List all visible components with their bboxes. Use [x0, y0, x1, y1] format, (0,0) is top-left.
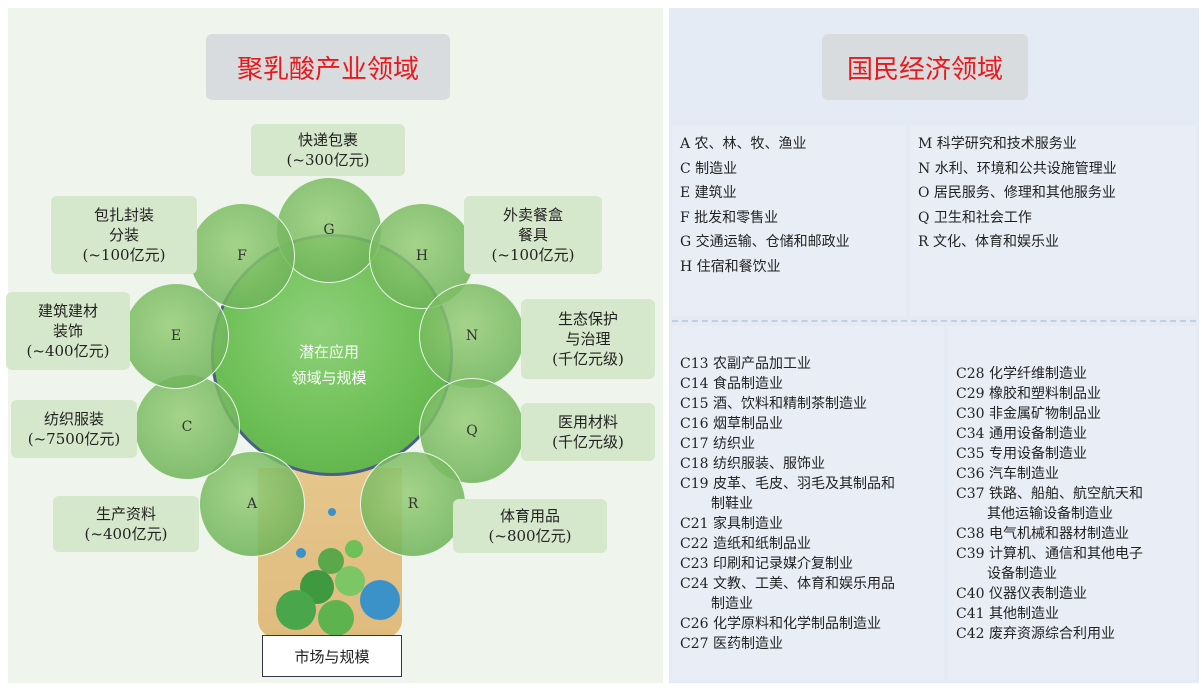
list-item: M 科学研究和技术服务业 [918, 136, 1077, 152]
list-item: C28 化学纤维制造业 [956, 366, 1087, 382]
box-e: 建筑建材装饰(~400亿元) [6, 292, 130, 370]
list-item: C38 电气机械和器材制造业 [956, 526, 1129, 542]
section-bottom-left [672, 326, 944, 680]
box-r: 体育用品(~800亿元) [453, 499, 607, 553]
list-item: 其他运输设备制造业 [987, 506, 1113, 522]
list-item: C24 文教、工美、体育和娱乐用品 [680, 576, 895, 592]
box-c: 纺织服装(~7500亿元) [11, 400, 137, 458]
section-top-left [672, 126, 906, 316]
dashed-divider [672, 320, 1196, 322]
list-item: 制造业 [711, 596, 753, 612]
market-label: 市场与规模 [262, 635, 402, 677]
list-item: 设备制造业 [987, 566, 1057, 582]
bottom-right-list: C28 化学纤维制造业 C29 橡胶和塑料制品业 C30 非金属矿物制品业 C3… [956, 364, 1143, 644]
circle-e: E [123, 283, 229, 389]
list-item: A 农、林、牧、渔业 [680, 136, 807, 152]
list-item: C39 计算机、通信和其他电子 [956, 546, 1143, 562]
tree-dot [345, 540, 363, 558]
list-item: C15 酒、饮料和精制茶制造业 [680, 396, 867, 412]
left-title: 聚乳酸产业领域 [206, 34, 450, 100]
list-item: C35 专用设备制造业 [956, 446, 1087, 462]
box-q: 医用材料(千亿元级) [521, 403, 655, 461]
list-item: G 交通运输、仓储和邮政业 [680, 234, 850, 251]
tree-dot [360, 580, 400, 620]
list-item: C 制造业 [680, 160, 738, 177]
list-item: C18 纺织服装、服饰业 [680, 456, 825, 472]
section-bottom-right [948, 326, 1196, 680]
tree-dot [276, 590, 316, 630]
right-title: 国民经济领域 [822, 34, 1028, 100]
tree-dot [318, 600, 354, 636]
list-item: C37 铁路、船舶、航空航天和 [956, 486, 1143, 502]
list-item: C21 家具制造业 [680, 516, 783, 532]
box-a: 生产资料(~400亿元) [53, 496, 199, 552]
list-item: R 文化、体育和娱乐业 [918, 234, 1059, 251]
center-label-1: 潜在应用 [298, 343, 359, 361]
top-left-list: A 农、林、牧、渔业 C 制造业 E 建筑业 F 批发和零售业 G 交通运输、仓… [680, 132, 850, 280]
circle-c: C [134, 374, 240, 480]
list-item: C17 纺织业 [680, 436, 755, 452]
list-item: C14 食品制造业 [680, 376, 783, 392]
list-item: C34 通用设备制造业 [956, 426, 1087, 442]
bottom-left-list: C13 农副产品加工业 C14 食品制造业 C15 酒、饮料和精制茶制造业 C1… [680, 354, 895, 654]
circle-r: R [360, 451, 466, 557]
center-label-2: 领域与规模 [291, 369, 367, 387]
tree-dot [328, 508, 336, 516]
list-item: C41 其他制造业 [956, 606, 1059, 622]
list-item: C22 造纸和纸制品业 [680, 536, 811, 552]
list-item: C16 烟草制品业 [680, 416, 783, 432]
list-item: C40 仪器仪表制造业 [956, 586, 1087, 602]
list-item: E 建筑业 [680, 185, 737, 202]
list-item: F 批发和零售业 [680, 209, 779, 226]
list-item: H 住宿和餐饮业 [680, 258, 781, 275]
list-item: Q 卫生和社会工作 [918, 209, 1032, 226]
list-item: 制鞋业 [711, 496, 753, 512]
list-item: C30 非金属矿物制品业 [956, 406, 1101, 422]
section-top-right [910, 126, 1196, 316]
tree-dot [335, 566, 365, 596]
list-item: C26 化学原料和化学制品制造业 [680, 616, 881, 632]
tree-dot [296, 548, 306, 558]
circle-n: N [419, 283, 525, 389]
list-item: C19 皮革、毛皮、羽毛及其制品和 [680, 476, 895, 492]
list-item: C27 医药制造业 [680, 636, 783, 652]
list-item: C29 橡胶和塑料制品业 [956, 386, 1101, 402]
box-n: 生态保护与治理(千亿元级) [521, 299, 655, 379]
circle-f: F [189, 203, 295, 309]
list-item: O 居民服务、修理和其他服务业 [918, 185, 1116, 202]
list-item: C42 废弃资源综合利用业 [956, 626, 1115, 642]
list-item: N 水利、环境和公共设施管理业 [918, 160, 1117, 177]
list-item: C36 汽车制造业 [956, 466, 1059, 482]
list-item: C23 印刷和记录媒介复制业 [680, 556, 853, 572]
top-right-list: M 科学研究和技术服务业 N 水利、环境和公共设施管理业 O 居民服务、修理和其… [918, 132, 1117, 255]
box-g: 快递包裹(~300亿元) [251, 124, 405, 176]
box-f: 包扎封装分装(~100亿元) [51, 196, 197, 274]
box-h: 外卖餐盒餐具(~100亿元) [464, 196, 602, 274]
list-item: C13 农副产品加工业 [680, 356, 811, 372]
